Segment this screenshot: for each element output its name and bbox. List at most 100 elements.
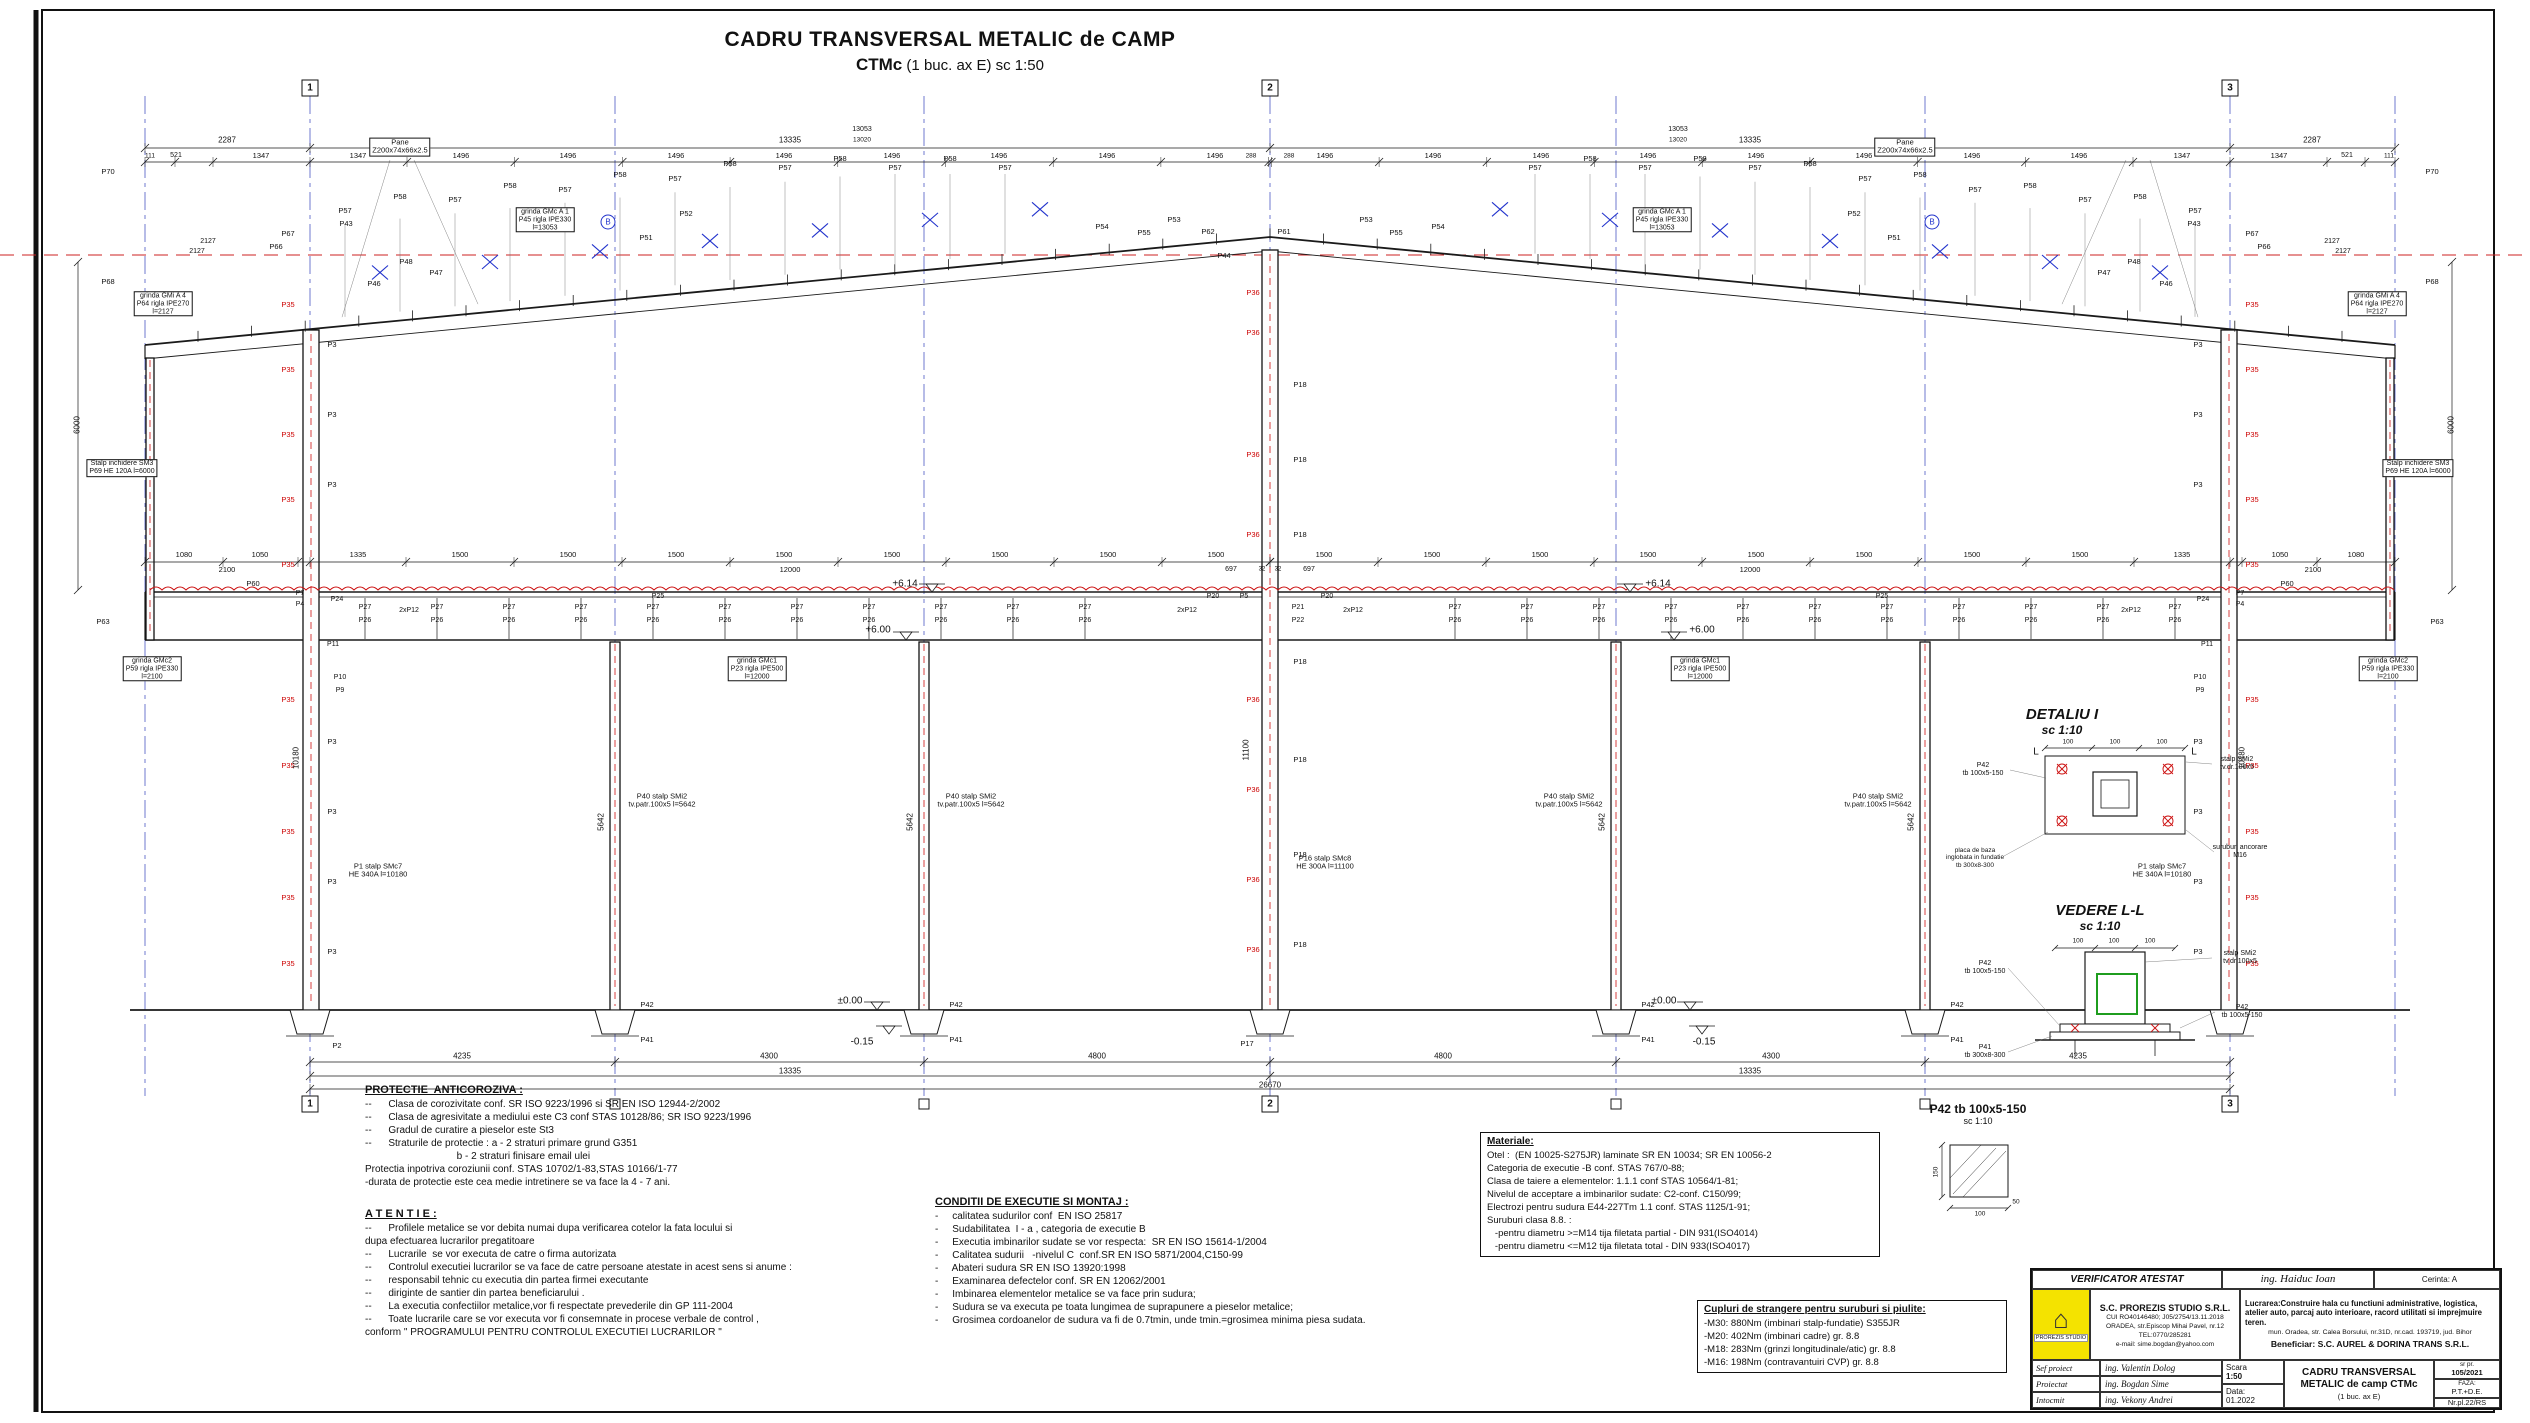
drawing-annotation: P57 xyxy=(668,173,682,183)
project-number: 105/2021 xyxy=(2451,1368,2483,1377)
drawing-annotation: P26 xyxy=(1078,617,1092,625)
text-line: CUI RO40146480; J05/2754/13.11.2018 xyxy=(2106,1313,2224,1321)
drawing-annotation: 521 xyxy=(170,152,182,160)
drawing-annotation: 5642 xyxy=(1597,813,1607,831)
drawing-annotation: 26670 xyxy=(1258,1080,1282,1090)
text-line: -- Toate lucrarile care se vor executa v… xyxy=(365,1314,759,1325)
drawing-annotation: 1496 xyxy=(1316,150,1334,160)
drawing-annotation: P27 xyxy=(430,604,444,612)
scale-label: Scara xyxy=(2226,1362,2247,1372)
drawing-annotation: P43 xyxy=(2187,218,2201,228)
project-number-cell: sr pr. 105/2021 xyxy=(2434,1359,2500,1379)
detail-scale: sc 1:10 xyxy=(2079,919,2121,933)
project-info: Lucrarea:Construire hala cu functiuni ad… xyxy=(2240,1288,2500,1360)
text-line: -- Straturile de protectie : a - 2 strat… xyxy=(365,1138,638,1149)
detail-title: VEDERE L-L xyxy=(2055,902,2145,919)
note-conditii-executie: CONDITII DE EXECUTIE SI MONTAJ : - calit… xyxy=(935,1196,1366,1327)
drawing-annotation: P3 xyxy=(2193,409,2203,419)
vedere-ll-header: VEDERE L-L sc 1:10 xyxy=(2055,902,2144,933)
drawing-annotation: P57 xyxy=(1968,184,1982,194)
drawing-annotation: P48 xyxy=(2127,256,2141,266)
drawing-annotation: P26 xyxy=(862,617,876,625)
drawing-annotation: P17 xyxy=(1240,1038,1254,1048)
drawing-annotation: P11 xyxy=(327,641,339,649)
drawing-annotation: P58 xyxy=(833,153,847,163)
company-info: S.C. PROREZIS STUDIO S.R.L. CUI RO401464… xyxy=(2090,1288,2240,1360)
drawing-annotation: 1496 xyxy=(667,150,685,160)
lucrarea: Lucrarea:Construire hala cu functiuni ad… xyxy=(2245,1299,2495,1328)
text-line: - Examinarea defectelor conf. SR EN 1206… xyxy=(935,1276,1166,1287)
drawing-annotation: P57 xyxy=(1528,162,1542,172)
drawing-annotation: P35 xyxy=(2245,494,2259,504)
company-row: ⌂ PROREZIS STUDIO S.C. PROREZIS STUDIO S… xyxy=(2032,1288,2500,1360)
drawing-annotation: P41 xyxy=(1641,1034,1655,1044)
drawing-annotation: P54 xyxy=(1095,221,1109,231)
drawing-annotation: 12000 xyxy=(1739,564,1761,574)
note-heading: PROTECTIE ANTICOROZIVA : xyxy=(365,1084,523,1096)
drawing-annotation: P41 xyxy=(1950,1034,1964,1044)
drawing-annotation: 5642 xyxy=(1906,813,1916,831)
drawing-annotation: P27 xyxy=(862,604,876,612)
drawing-annotation: P58 xyxy=(503,180,517,190)
drawing-annotation: P41 xyxy=(640,1034,654,1044)
drawing-annotation: P26 xyxy=(1520,617,1534,625)
materiale-lines: Otel : (EN 10025-S275JR) laminate SR EN … xyxy=(1487,1149,1873,1253)
drawing-annotation: 4800 xyxy=(1088,1051,1106,1061)
drawing-annotation: P26 xyxy=(1808,617,1822,625)
drawing-annotation: +6.00 xyxy=(865,624,891,636)
drawing-annotation: 288 xyxy=(1283,152,1295,160)
text-line: - Calitatea sudurii -nivelul C conf.SR E… xyxy=(935,1250,1243,1261)
drawing-annotation: 1496 xyxy=(1532,150,1550,160)
drawing-annotation: 100 xyxy=(2109,738,2121,746)
drawing-annotation: P55 xyxy=(1389,227,1403,237)
drawing-annotation: P47 xyxy=(2097,267,2111,277)
sheet-name-line1: CADRU TRANSVERSAL xyxy=(2302,1366,2416,1378)
drawing-annotation: 1347 xyxy=(252,150,270,160)
drawing-annotation: P27 xyxy=(2096,604,2110,612)
drawing-annotation: P57 xyxy=(778,162,792,172)
drawing-annotation: P27 xyxy=(1520,604,1534,612)
drawing-annotation: P27 xyxy=(790,604,804,612)
drawing-annotation: P58 xyxy=(393,191,407,201)
drawing-annotation: P26 xyxy=(2096,617,2110,625)
drawing-scale: (1 buc. ax E) sc 1:50 xyxy=(902,57,1044,74)
role-row: Sef proiect ing. Valentin Dolog xyxy=(2032,1359,2222,1376)
drawing-annotation: 1500 xyxy=(2071,549,2089,559)
text-line: -- diriginte de santier din partea benef… xyxy=(365,1288,585,1299)
text-line: conform " PROGRAMULUI PENTRU CONTROLUL E… xyxy=(365,1327,722,1338)
text-line: -- Clasa de corozivitate conf. SR ISO 92… xyxy=(365,1099,721,1110)
drawing-annotation: P10 xyxy=(2193,674,2207,682)
drawing-annotation: P63 xyxy=(96,616,110,626)
drawing-annotation: 6000 xyxy=(72,416,82,434)
text-line: - Imbinarea elementelor metalice se va f… xyxy=(935,1289,1196,1300)
drawing-annotation: P68 xyxy=(2425,276,2439,286)
drawing-annotation: 150 xyxy=(1932,1166,1940,1178)
drawing-annotation: P35 xyxy=(281,892,295,902)
date-cell: Data:01.2022 xyxy=(2222,1383,2284,1408)
role-label: Intocmit xyxy=(2032,1391,2100,1409)
detail-scale: sc 1:10 xyxy=(2041,723,2083,737)
drawing-annotation: 100 xyxy=(1974,1210,1986,1218)
text-line: e-mail: sime.bogdan@yahoo.com xyxy=(2115,1340,2215,1348)
drawing-annotation: P7 xyxy=(2235,590,2245,598)
drawing-annotation: 1500 xyxy=(451,549,469,559)
drawing-annotation: P3 xyxy=(327,946,337,956)
drawing-annotation: P60 xyxy=(246,578,260,588)
p42-header: P42 tb 100x5-150 sc 1:10 xyxy=(1930,1102,2027,1126)
drawing-annotation: P42 xyxy=(1950,999,1964,1009)
drawing-annotation: P27 xyxy=(646,604,660,612)
drawing-annotation: 1496 xyxy=(1963,150,1981,160)
drawing-annotation: P61 xyxy=(1277,226,1291,236)
drawing-annotation: 1500 xyxy=(1639,549,1657,559)
drawing-annotation: P35 xyxy=(2245,760,2259,770)
